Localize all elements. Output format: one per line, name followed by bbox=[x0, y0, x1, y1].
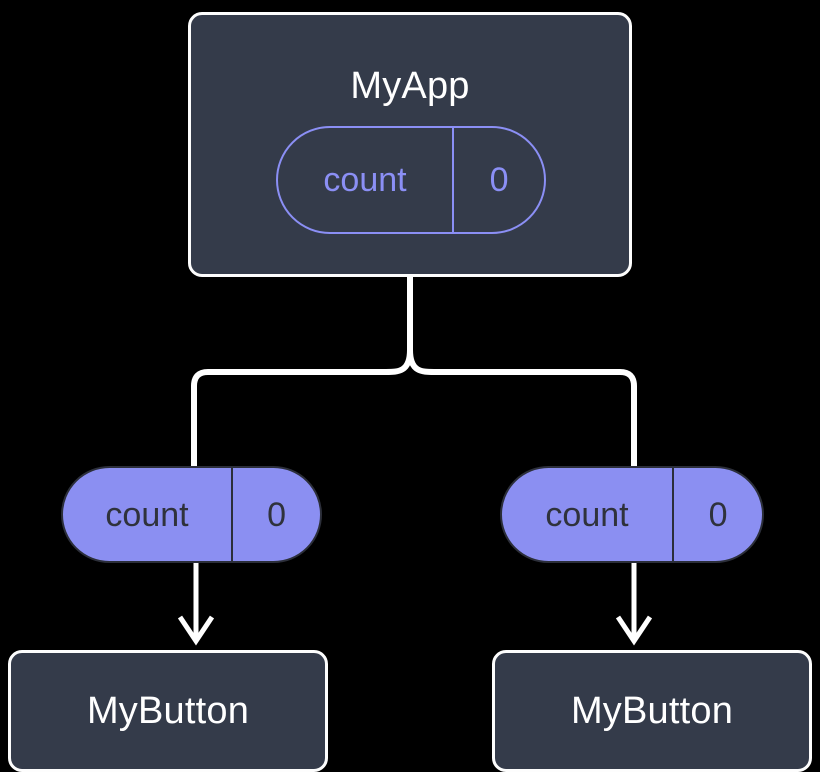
state-pill-right-value: 0 bbox=[672, 468, 762, 561]
component-node-mybutton-right[interactable]: MyButton bbox=[492, 650, 812, 772]
arrowhead-left bbox=[177, 615, 215, 646]
component-label-myapp: MyApp bbox=[350, 65, 470, 107]
state-pill-root-value: 0 bbox=[452, 128, 544, 232]
component-label-mybutton-left: MyButton bbox=[86, 690, 250, 732]
edge-to-right-pill bbox=[407, 349, 637, 470]
state-pill-root-key: count bbox=[323, 161, 407, 199]
arrowhead-right bbox=[615, 615, 653, 646]
state-pill-right[interactable]: count 0 bbox=[500, 466, 764, 563]
state-pill-left-key: count bbox=[105, 495, 189, 534]
component-node-mybutton-left[interactable]: MyButton bbox=[8, 650, 328, 772]
state-pill-left[interactable]: count 0 bbox=[61, 466, 322, 563]
edge-to-left-pill bbox=[191, 349, 413, 470]
state-pill-root[interactable]: count 0 bbox=[276, 126, 546, 234]
component-label-mybutton-right: MyButton bbox=[570, 690, 734, 732]
state-pill-right-key: count bbox=[545, 495, 629, 534]
state-pill-left-value: 0 bbox=[231, 468, 320, 561]
